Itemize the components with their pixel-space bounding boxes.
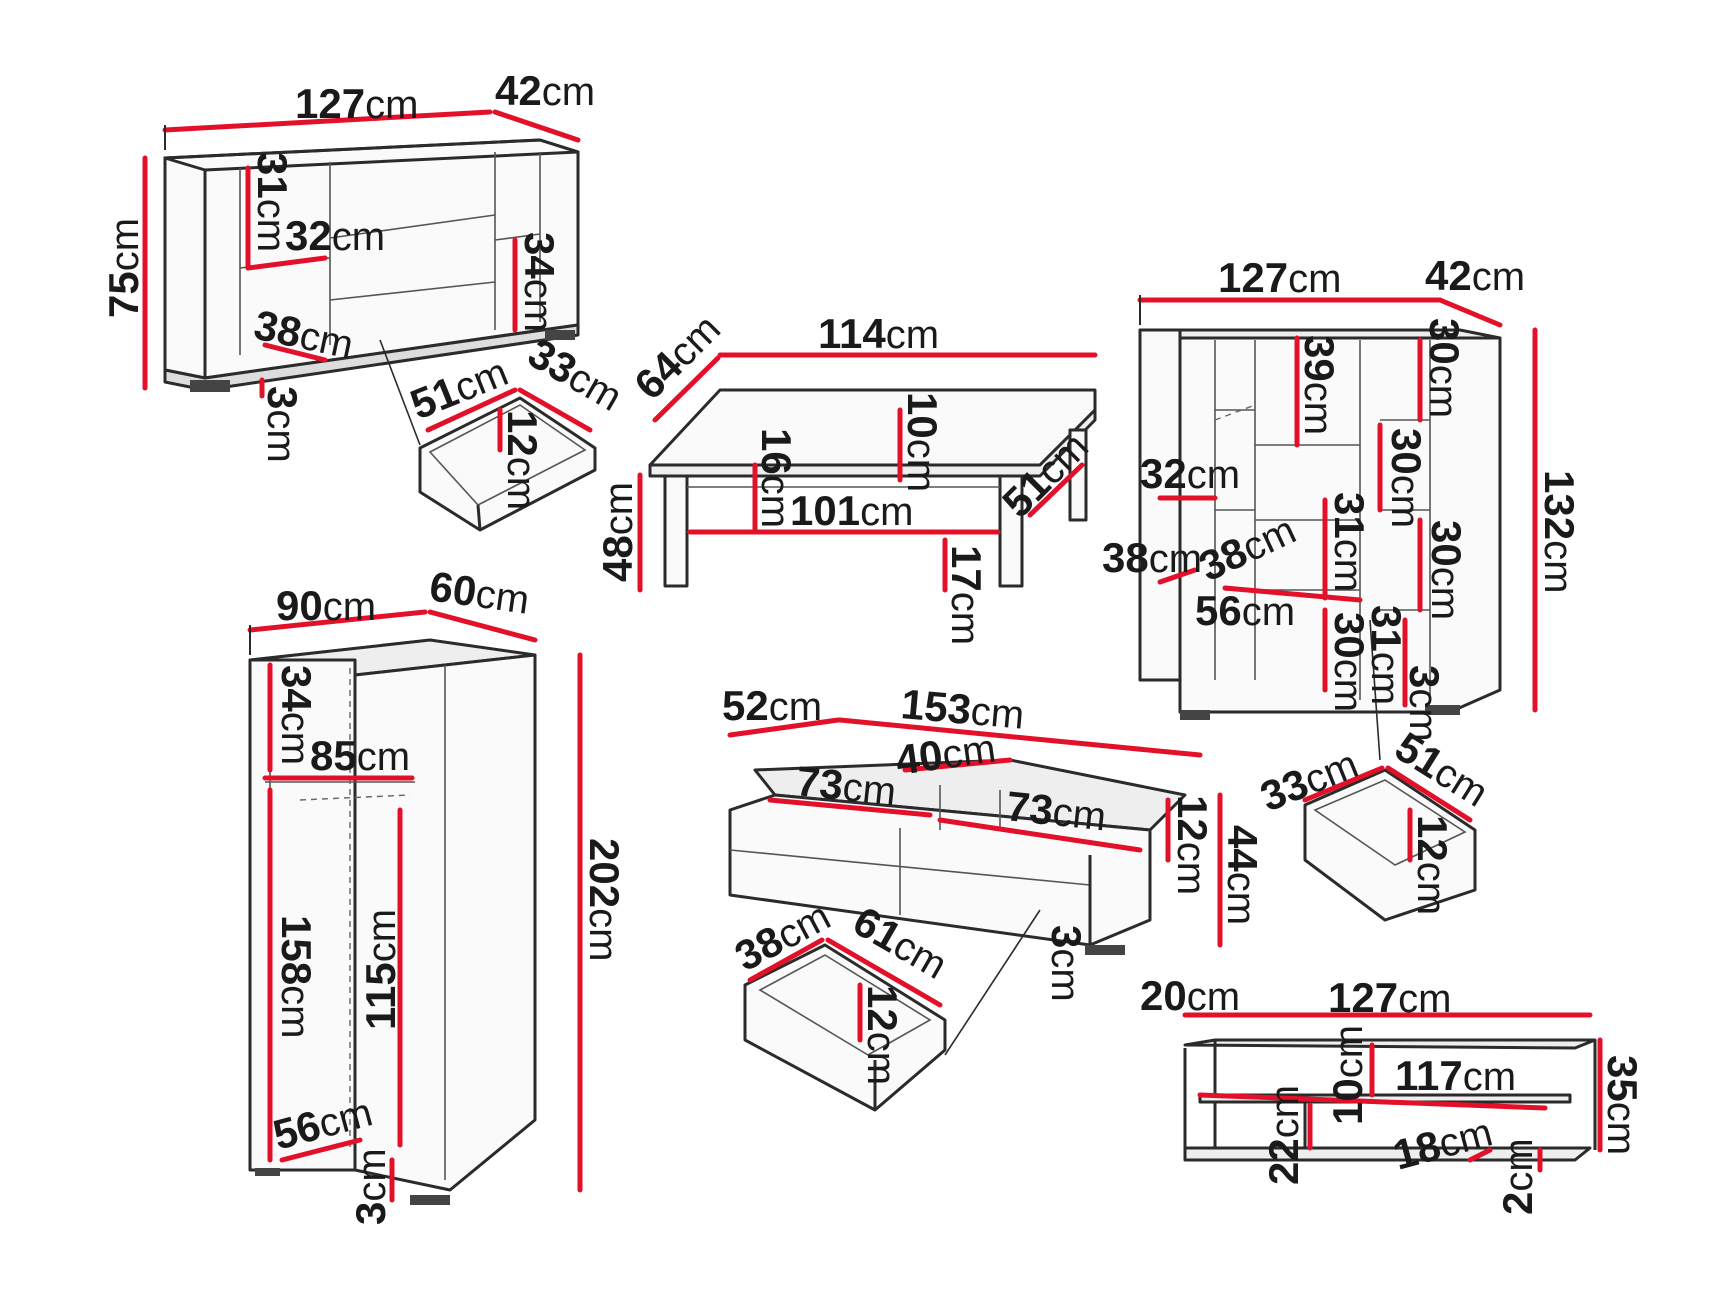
wardrobe-height: 202cm	[581, 838, 628, 961]
coffee-table-shelf-height: 16cm	[753, 428, 800, 528]
wall-shelf-width: 127cm	[1328, 974, 1451, 1021]
cabinet-right-low: 30cm	[1423, 520, 1470, 620]
coffee-table-depth: 64cm	[625, 304, 729, 408]
wall-shelf-thickness: 2cm	[1494, 1138, 1541, 1215]
cabinet-right-side: 31cm	[1363, 605, 1410, 705]
wall-shelf: 20cm 127cm 35cm 117cm 10cm 22cm 18cm 2cm	[1140, 972, 1646, 1215]
cabinet-depth: 42cm	[1425, 252, 1525, 299]
wall-shelf-depth: 20cm	[1140, 972, 1240, 1019]
sideboard-shelf-width: 32cm	[285, 212, 385, 259]
sideboard-drawer-depth: 33cm	[521, 329, 631, 420]
cabinet-center-shelf: 31cm	[1326, 492, 1373, 592]
cabinet-height: 132cm	[1536, 470, 1583, 593]
wardrobe-left-height: 158cm	[273, 915, 320, 1038]
cabinet-center-low: 30cm	[1326, 612, 1373, 712]
cabinet-inner-depth-left: 38cm	[1102, 534, 1202, 581]
coffee-table-width: 114cm	[818, 310, 939, 357]
cabinet-center-width: 56cm	[1195, 587, 1295, 634]
cabinet-leg: 3cm	[1401, 665, 1448, 742]
coffee-table-leg-clearance: 17cm	[943, 545, 990, 645]
tv-drawer-height: 12cm	[859, 985, 906, 1085]
wall-shelf-height: 35cm	[1599, 1055, 1646, 1155]
wardrobe-right-height: 115cm	[357, 909, 404, 1030]
tv-stand-drawer: 38cm 61cm 12cm	[727, 894, 954, 1112]
coffee-table-top-thickness: 10cm	[899, 392, 946, 492]
cabinet-left-shelf: 32cm	[1140, 450, 1240, 497]
wall-shelf-inner-width: 117cm	[1395, 1052, 1516, 1099]
tv-stand-left-top-width: 73cm	[794, 757, 898, 814]
tv-stand-leg: 3cm	[1043, 925, 1090, 1002]
sideboard-depth: 42cm	[495, 67, 595, 114]
wardrobe-width: 90cm	[276, 582, 376, 629]
sideboard-inner-depth: 38cm	[250, 301, 358, 368]
wardrobe-leg: 3cm	[347, 1148, 394, 1225]
sideboard-height: 75cm	[100, 218, 147, 318]
tv-stand-width: 153cm	[899, 680, 1026, 738]
cabinet-top-shelf-height: 39cm	[1296, 335, 1343, 435]
tv-stand-top-depth: 40cm	[893, 723, 999, 783]
cabinet-drawer-height: 12cm	[1409, 815, 1456, 915]
wardrobe-top-compartment: 34cm	[273, 665, 320, 765]
sideboard-shelf-height: 31cm	[249, 152, 296, 252]
cabinet-right-top: 30cm	[1421, 318, 1468, 418]
tv-stand-height: 44cm	[1219, 825, 1266, 925]
tv-stand: 52cm 153cm 44cm 40cm 73cm 73cm 12cm 3cm	[722, 680, 1266, 1056]
cabinet-width: 127cm	[1218, 254, 1341, 301]
tv-stand-depth: 52cm	[722, 682, 822, 729]
wall-shelf-gap-low: 22cm	[1260, 1085, 1307, 1185]
sideboard-right-shelf: 34cm	[516, 232, 563, 332]
cabinet-right-mid: 30cm	[1383, 428, 1430, 528]
display-cabinet: 127cm 42cm 132cm 39cm 30cm 30cm 30cm 32c…	[1102, 252, 1583, 761]
sideboard-drawer-height: 12cm	[499, 410, 546, 510]
coffee-table: 114cm 64cm 48cm 10cm 16cm 101cm 51cm 17c…	[594, 304, 1098, 645]
tv-stand-top-height: 12cm	[1169, 795, 1216, 895]
coffee-table-height: 48cm	[594, 482, 641, 582]
wall-shelf-small-depth: 18cm	[1388, 1107, 1497, 1178]
sideboard-width: 127cm	[295, 80, 418, 127]
wall-shelf-gap-top: 10cm	[1324, 1025, 1371, 1125]
sideboard-leg: 3cm	[259, 386, 306, 463]
cabinet-drawer: 33cm 51cm 12cm	[1254, 723, 1495, 922]
wardrobe-inner-width: 85cm	[310, 732, 410, 779]
wardrobe: 90cm 60cm 202cm 34cm 85cm 158cm 115cm 56…	[247, 562, 628, 1225]
sideboard: 127cm 42cm 75cm 31cm 32cm 34cm 38cm 3cm	[100, 67, 595, 463]
wardrobe-depth: 60cm	[427, 562, 533, 622]
tv-stand-right-top-width: 73cm	[1004, 782, 1108, 839]
coffee-table-shelf-width: 101cm	[790, 487, 913, 534]
